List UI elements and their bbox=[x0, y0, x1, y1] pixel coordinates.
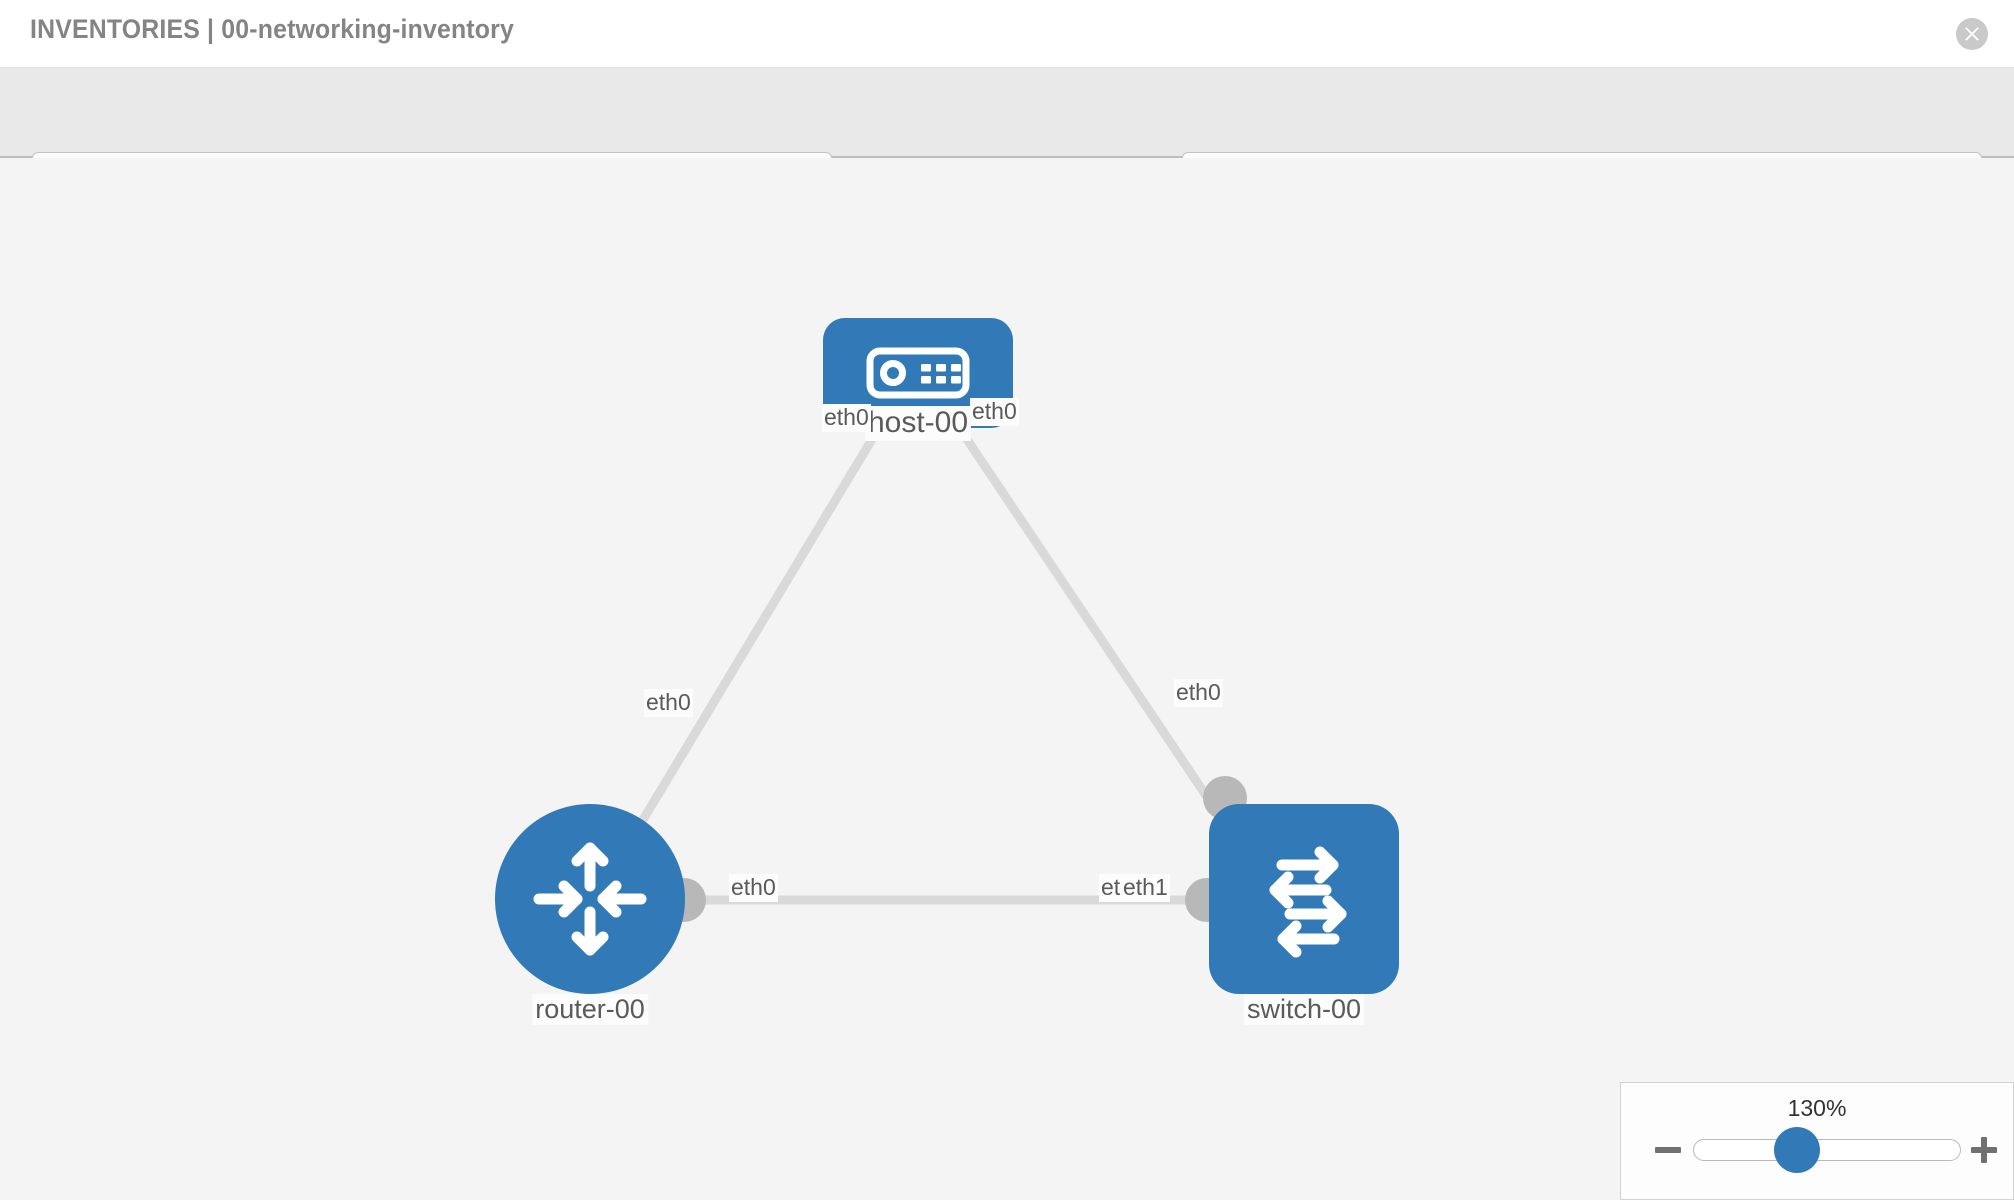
edge-label-switch-left: eth1 bbox=[1121, 874, 1170, 902]
zoom-control-panel: 130% bbox=[1620, 1082, 2014, 1200]
page-title: INVENTORIES | 00-networking-inventory bbox=[30, 14, 514, 44]
edge-label-host-left: eth0 bbox=[822, 404, 871, 432]
toolbar: ACTIONS SEARCH bbox=[0, 68, 2014, 210]
page-header: INVENTORIES | 00-networking-inventory bbox=[0, 0, 2014, 68]
zoom-out-button[interactable] bbox=[1653, 1135, 1683, 1165]
router-node-shape bbox=[495, 804, 685, 994]
router-arrows-icon bbox=[533, 842, 647, 956]
link-host-switch bbox=[954, 423, 1252, 861]
zoom-slider-handle[interactable] bbox=[1774, 1127, 1820, 1173]
link-host-router bbox=[616, 423, 884, 861]
topology-node-switch-00[interactable]: switch-00 bbox=[1209, 804, 1399, 1034]
topology-canvas[interactable]: host-00 bbox=[0, 158, 2014, 1200]
zoom-in-button[interactable] bbox=[1969, 1135, 1999, 1165]
edge-label-router-right: eth0 bbox=[729, 874, 778, 902]
zoom-slider-track[interactable] bbox=[1693, 1139, 1961, 1161]
topology-node-router-00[interactable]: router-00 bbox=[495, 804, 685, 1034]
host-node-label: host-00 bbox=[864, 406, 972, 441]
switch-node-shape bbox=[1209, 804, 1399, 994]
topology-links bbox=[616, 423, 1252, 905]
edge-label-host-right: eth0 bbox=[970, 398, 1019, 426]
router-node-label: router-00 bbox=[532, 994, 648, 1026]
switch-arrows-icon bbox=[1269, 846, 1347, 958]
server-device-icon bbox=[866, 347, 970, 399]
edge-label-switch-up: eth0 bbox=[1174, 679, 1223, 707]
zoom-level-value: 130% bbox=[1787, 1095, 1847, 1121]
edge-label-router-up: eth0 bbox=[644, 689, 693, 717]
close-icon[interactable] bbox=[1956, 18, 1988, 50]
close-icon-glyph bbox=[1965, 27, 1979, 41]
switch-node-label: switch-00 bbox=[1243, 994, 1365, 1026]
